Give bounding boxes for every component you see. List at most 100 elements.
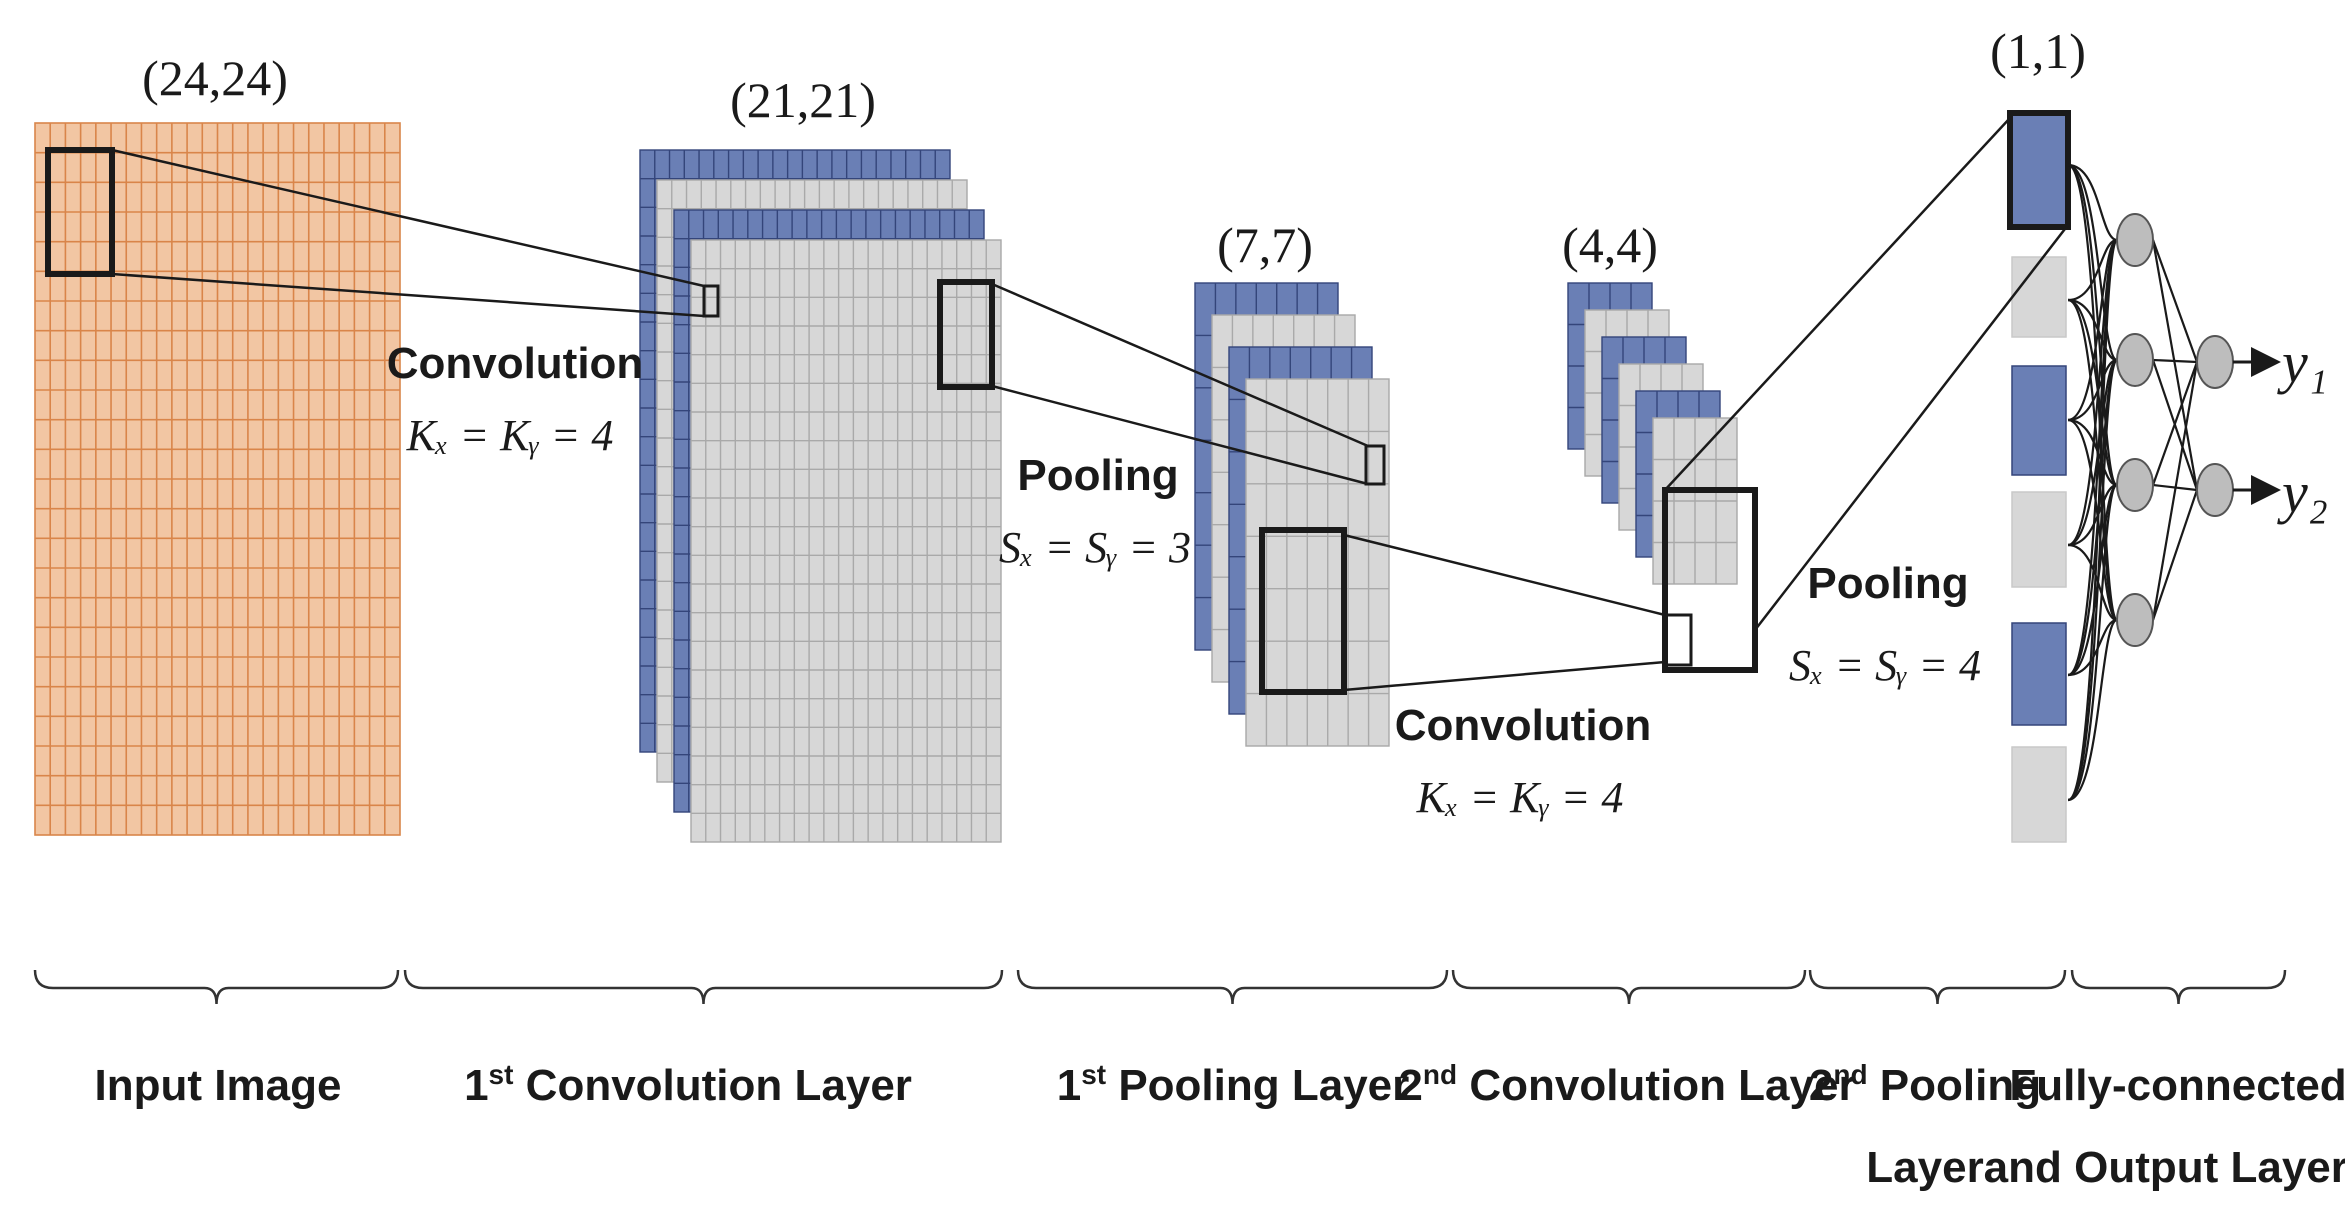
link-conv2-top — [1664, 117, 2011, 491]
op-pool2-title: Pooling — [1807, 559, 1968, 608]
fc-h-4-o-1 — [2151, 361, 2199, 621]
link-pool1-top — [1343, 533, 1666, 617]
layer-label-pool2-line2: Layer — [1866, 1143, 1983, 1192]
rf-conv1-box — [937, 279, 995, 390]
brace-pool1 — [1016, 969, 1449, 1005]
op-conv1-title: Convolution — [387, 339, 644, 388]
hidden-neuron-4 — [2116, 593, 2154, 647]
output-neuron-2 — [2196, 463, 2234, 517]
pool1-map-4 — [1245, 378, 1390, 747]
layer-label-input: Input Image — [95, 1061, 342, 1110]
pool1-rest: Pooling Layer — [1106, 1061, 1409, 1110]
pool1-map-4-lines — [1246, 379, 1389, 746]
conv1-map-4-bg — [690, 239, 1002, 843]
output-y1: y₁ — [2277, 330, 2328, 395]
pool1-sup: st — [1081, 1059, 1106, 1090]
op-conv1-formula: Kₓ = Kᵧ = 4 — [406, 411, 614, 460]
conv2-num: 2 — [1398, 1061, 1422, 1110]
dim-pool1: (7,7) — [1217, 217, 1313, 273]
conv2-feature-maps — [1567, 282, 1738, 585]
conv1-num: 1 — [464, 1061, 488, 1110]
receptive-field-links — [45, 117, 2069, 695]
brace-fc — [2070, 969, 2287, 1005]
fc-h-2-o-1 — [2152, 358, 2198, 364]
fc-in-6-h-3 — [2067, 483, 2119, 802]
fc-in-6-h-4 — [2067, 618, 2118, 802]
conv2-map-6-lines — [1653, 418, 1737, 584]
pool1-map-4-bg — [1245, 378, 1390, 747]
conv1-rest: Convolution Layer — [513, 1061, 911, 1110]
fc-h-4-o-2 — [2151, 489, 2199, 621]
pool2-unit-3 — [2011, 365, 2067, 476]
link-conv1-top — [991, 282, 1369, 448]
conv1-feature-maps — [639, 149, 1002, 843]
layer-braces — [33, 969, 2287, 1005]
hidden-neuron-3 — [2116, 458, 2154, 512]
input-image-grid — [34, 122, 401, 836]
brace-pool2 — [1808, 969, 2067, 1005]
pool2-unit-1 — [2011, 112, 2067, 228]
fully-connected-network — [2067, 163, 2281, 802]
fc-in-1-h-1 — [2067, 163, 2118, 242]
dim-input: (24,24) — [142, 50, 288, 106]
output-y2: y₂ — [2277, 460, 2328, 525]
fc-h-1-o-1 — [2151, 239, 2199, 363]
input-grid — [34, 122, 401, 836]
link-conv1-bottom — [991, 384, 1369, 486]
layer-label-conv2: 2nd Convolution Layer — [1398, 1059, 1855, 1110]
rf-pool1-box — [1259, 527, 1347, 695]
pool2-units — [2007, 110, 2071, 843]
op-conv2-formula: Kₓ = Kᵧ = 4 — [1416, 773, 1624, 822]
conv2-rest: Convolution Layer — [1457, 1061, 1855, 1110]
layer-label-fc-line2: and Output Layers — [1984, 1143, 2345, 1192]
pool2-selected-box — [2007, 110, 2071, 230]
link-pool1-bottom — [1343, 660, 1666, 692]
pool2-sup: nd — [1833, 1059, 1867, 1090]
link-input-bottom — [111, 272, 705, 318]
fc-in-2-h-1 — [2067, 238, 2118, 302]
rf-input-box — [45, 147, 115, 277]
fc-in-1-h-3 — [2067, 163, 2119, 487]
conv2-sup: nd — [1423, 1059, 1457, 1090]
layer-label-conv1: 1st Convolution Layer — [464, 1059, 912, 1110]
dim-pool2: (1,1) — [1990, 23, 2086, 79]
link-conv2-bottom — [1754, 224, 2069, 631]
fc-in-1-h-2 — [2067, 163, 2118, 362]
pool2-unit-6 — [2011, 746, 2067, 843]
brace-conv1 — [403, 969, 1004, 1005]
brace-conv2 — [1451, 969, 1807, 1005]
pool2-num: 2 — [1809, 1061, 1833, 1110]
layer-label-pool1: 1st Pooling Layer — [1057, 1059, 1410, 1110]
input-grid-lines — [35, 123, 400, 835]
pool1-feature-maps — [1194, 282, 1390, 747]
pool2-rest: Pooling — [1868, 1061, 2042, 1110]
op-pool1-title: Pooling — [1017, 451, 1178, 500]
hidden-neuron-2 — [2116, 333, 2154, 387]
op-pool1-formula: Sₓ = Sᵧ = 3 — [999, 523, 1191, 572]
dim-conv1: (21,21) — [730, 72, 876, 128]
link-input-top — [111, 148, 705, 288]
rf-conv2-unit — [1663, 613, 1693, 667]
pool1-num: 1 — [1057, 1061, 1081, 1110]
fc-in-3-h-1 — [2067, 238, 2118, 422]
output-neuron-1 — [2196, 335, 2234, 389]
conv1-map-4 — [690, 239, 1002, 843]
dim-conv2: (4,4) — [1562, 217, 1658, 273]
fc-in-6-h-2 — [2067, 358, 2119, 802]
layer-label-fc-line1: Fully-connected — [2009, 1061, 2345, 1110]
brace-input — [33, 969, 400, 1005]
layer-label-pool2-line1: 2nd Pooling — [1809, 1059, 2041, 1110]
op-conv2-title: Convolution — [1395, 701, 1652, 750]
pool2-unit-5 — [2011, 622, 2067, 726]
rf-conv1-unit — [702, 284, 720, 318]
fc-h-1-o-2 — [2151, 239, 2199, 491]
fc-h-3-o-1 — [2151, 361, 2199, 486]
fc-in-6-h-1 — [2067, 238, 2119, 802]
rf-conv2-box — [1662, 487, 1758, 673]
op-pool2-formula: Sₓ = Sᵧ = 4 — [1789, 641, 1981, 690]
conv1-sup: st — [489, 1059, 514, 1090]
rf-pool1-unit — [1364, 444, 1386, 486]
conv1-map-4-lines — [691, 240, 1001, 842]
pool2-unit-2 — [2011, 256, 2067, 338]
